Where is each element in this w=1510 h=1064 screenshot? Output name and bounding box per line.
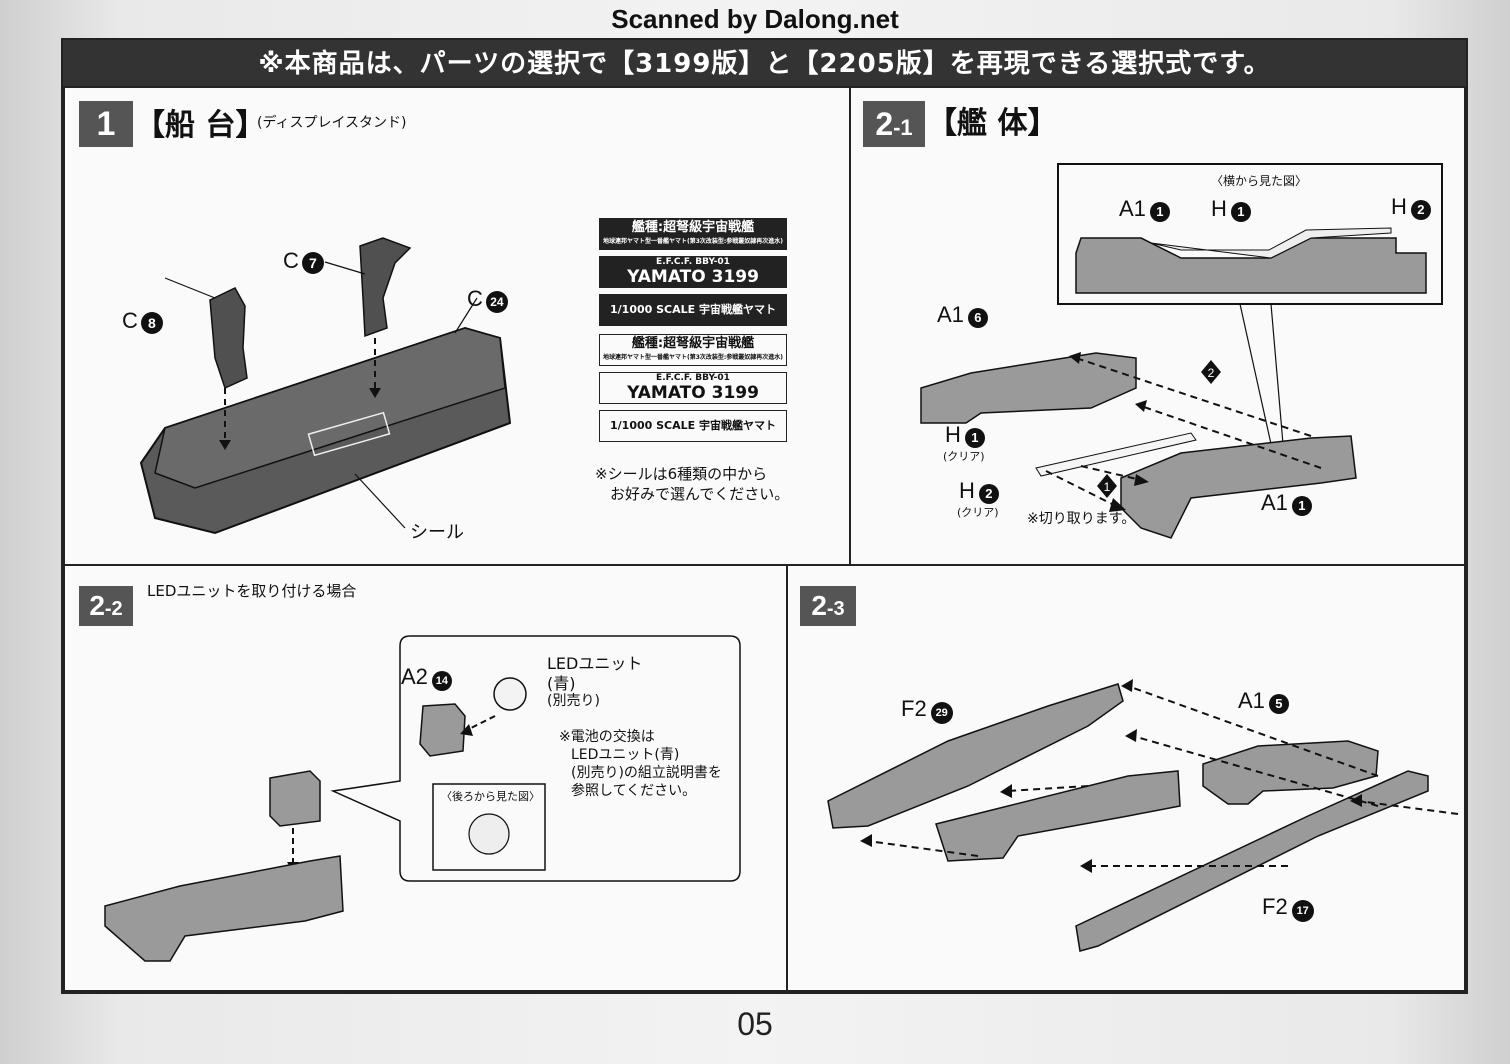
battery-note-line4: 参照してください。 — [571, 783, 697, 799]
part-number-badge: 1 — [1230, 202, 1251, 222]
part-number-badge: 2 — [1410, 200, 1431, 220]
step-1-number: 1 — [79, 101, 133, 147]
part-number-badge: 8 — [140, 312, 163, 334]
hull-sides-drawing — [827, 679, 1459, 952]
part-number-badge: 7 — [301, 252, 324, 274]
battery-note-line1: ※電池の交換は — [559, 729, 655, 745]
step-marker-1: 1 — [1104, 480, 1111, 494]
sticker-4: 艦種:超弩級宇宙戦艦地球連邦ヤマト型一番艦ヤマト(第3次改装型:参戦叢奴隷再次進… — [599, 334, 787, 366]
step-2-2-title: LEDユニットを取り付ける場合 — [147, 582, 357, 600]
seal-label: シール — [410, 522, 464, 542]
part-number-badge: 1 — [964, 428, 985, 448]
part-number-badge: 17 — [1291, 900, 1314, 922]
part-number-badge: 29 — [930, 702, 953, 724]
step-2-1-title: 【艦 体】 — [927, 106, 1058, 141]
h1-clear-note: (クリア) — [943, 450, 985, 463]
part-number-badge: 5 — [1268, 694, 1289, 714]
hull-assembly-drawing: 1 2 — [920, 163, 1443, 539]
sticker-1: 艦種:超弩級宇宙戦艦地球連邦ヤマト型一番艦ヤマト(第3次改装型:参戦叢奴隷再次進… — [599, 218, 787, 250]
side-view-caption: 〈横から見た図〉 — [1211, 174, 1308, 188]
scanned-by-watermark: Scanned by Dalong.net — [611, 4, 899, 34]
selection-banner: ※本商品は、パーツの選択で【3199版】と【2205版】を再現できる選択式です。 — [63, 40, 1466, 88]
part-number-badge: 1 — [1291, 496, 1312, 516]
step-1-title: 【船 台】 — [135, 108, 266, 143]
part-number-badge: 2 — [978, 484, 999, 504]
part-number-badge: 1 — [1149, 202, 1170, 222]
led-unit-drawing — [104, 635, 741, 962]
step-2-1-panel: 2-1 【艦 体】 1 — [849, 86, 1466, 566]
part-number-badge: 6 — [967, 308, 988, 328]
display-stand-drawing — [139, 237, 512, 535]
part-number-badge: 14 — [431, 671, 452, 691]
step-1-subtitle: (ディスプレイスタンド) — [257, 115, 407, 131]
battery-note-line2: LEDユニット(青) — [571, 747, 680, 763]
h2-clear-note: (クリア) — [957, 506, 999, 519]
instruction-page-frame: ※本商品は、パーツの選択で【3199版】と【2205版】を再現できる選択式です。… — [61, 38, 1468, 994]
page-number: 05 — [737, 1006, 773, 1042]
cut-note: ※切り取ります。 — [1027, 511, 1136, 527]
part-number-badge: 24 — [485, 291, 508, 313]
battery-note-line3: (別売り)の組立説明書を — [571, 765, 722, 781]
step-2-3-number: 2-3 — [800, 586, 856, 626]
sticker-3: 1/1000 SCALE 宇宙戦艦ヤマト REBEL3199 — [599, 294, 787, 326]
step-marker-2: 2 — [1208, 366, 1215, 380]
led-unit-label: LEDユニット — [547, 654, 643, 673]
led-unit-color: (青) — [547, 674, 576, 693]
step-2-1-number: 2-1 — [863, 101, 925, 147]
sticker-note-line2: お好みで選んでください。 — [610, 485, 790, 503]
sticker-6: 1/1000 SCALE 宇宙戦艦ヤマト REBEL3199 — [599, 410, 787, 442]
rear-view-caption: 〈後ろから見た図〉 — [441, 790, 540, 803]
step-2-2-number: 2-2 — [79, 586, 133, 626]
sticker-note-line1: ※シールは6種類の中から — [595, 465, 768, 483]
led-unit-sold-separately: (別売り) — [547, 693, 600, 709]
